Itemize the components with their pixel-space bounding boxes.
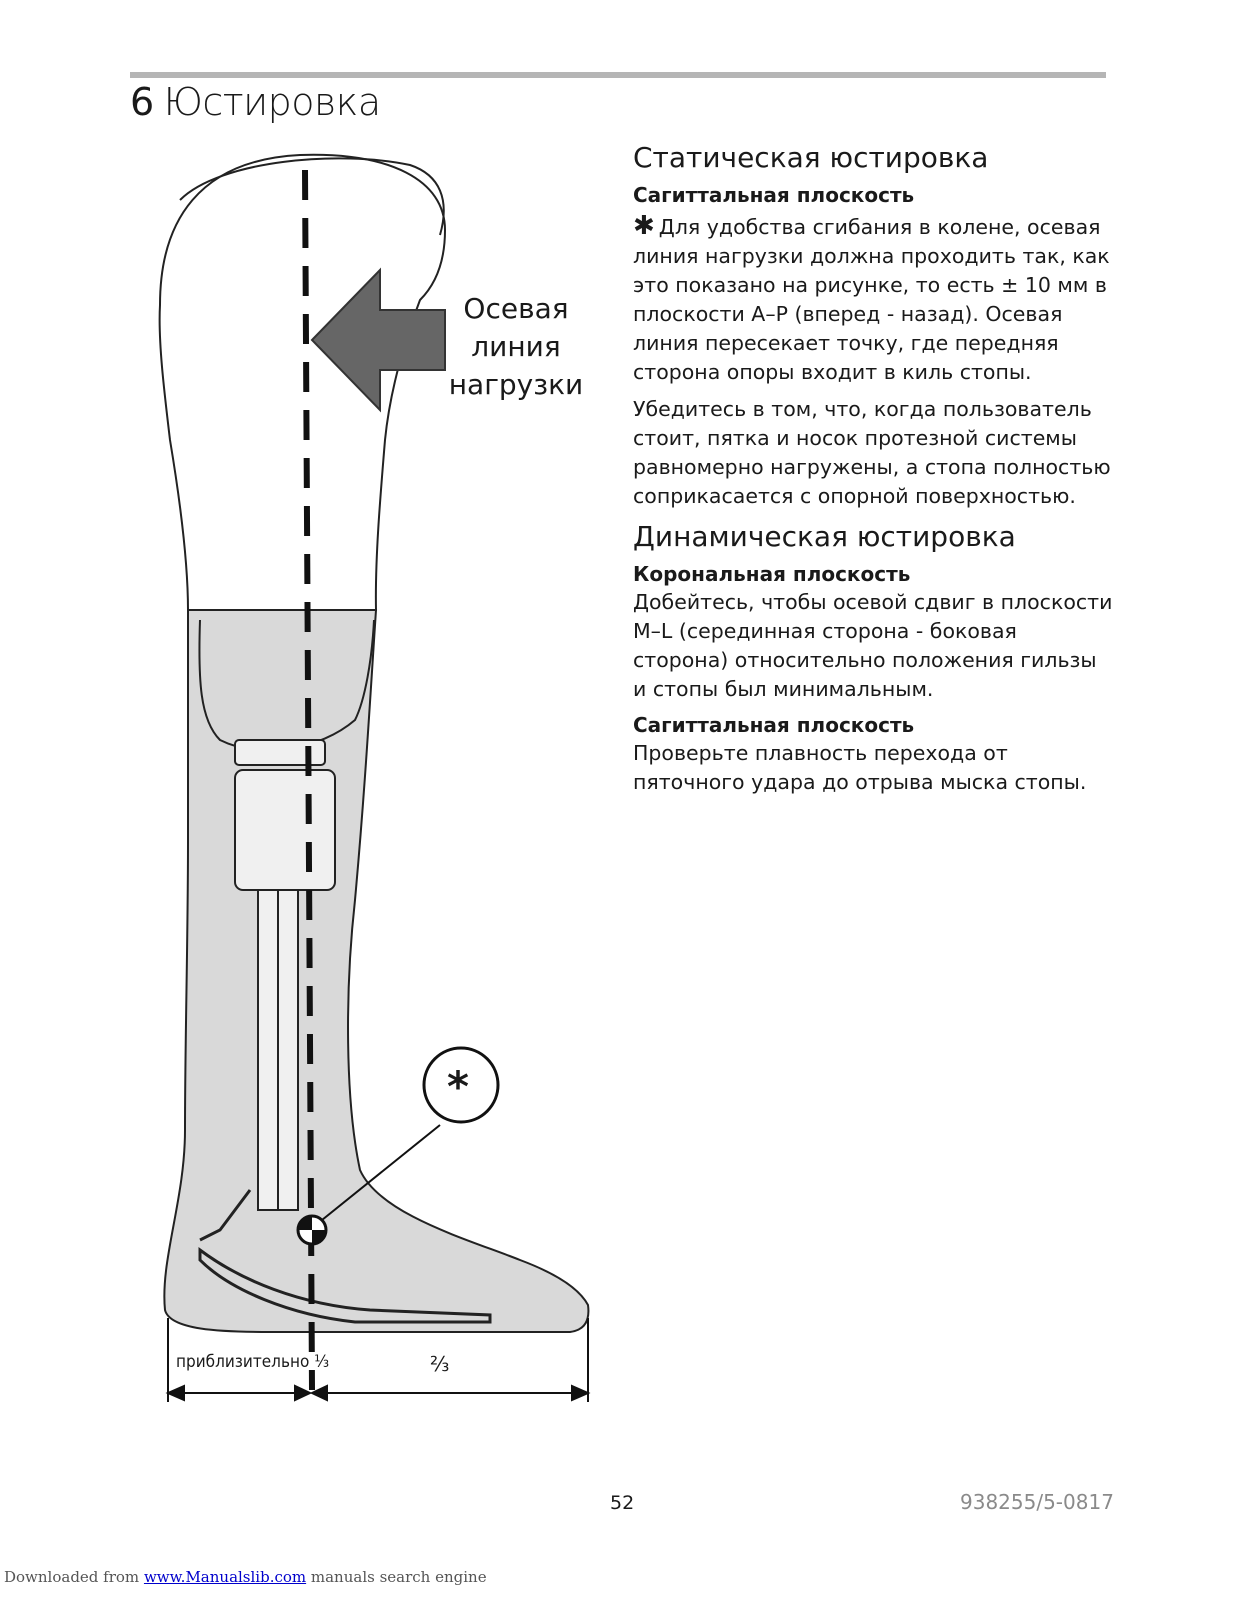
static-alignment-heading: Статическая юстировка bbox=[633, 141, 989, 174]
load-line-label: Осевая линия нагрузки bbox=[436, 290, 596, 404]
text-column: Статическая юстировка Сагиттальная плоск… bbox=[633, 140, 1113, 805]
thigh-outline bbox=[158, 153, 447, 611]
document-code: 938255/5-0817 bbox=[960, 1490, 1114, 1514]
paragraph-2: Убедитесь в том, что, когда пользователь… bbox=[633, 397, 1111, 508]
prosthesis-figure: Осевая линия нагрузки * приблизительно ⅓… bbox=[140, 140, 620, 1450]
load-line-label-line1: Осевая bbox=[463, 292, 569, 325]
foot-keel bbox=[198, 1247, 492, 1324]
dynamic-alignment-heading: Динамическая юстировка bbox=[633, 520, 1016, 553]
asterisk-symbol: * bbox=[447, 1062, 469, 1111]
asterisk-callout-circle bbox=[422, 1046, 500, 1124]
paragraph-1: ✱Для удобства сгибания в колене, осевая … bbox=[633, 213, 1113, 387]
asterisk-icon: ✱ bbox=[633, 211, 655, 241]
shank-shell bbox=[163, 609, 590, 1333]
load-line-label-line2: линия bbox=[471, 330, 561, 363]
knee-joint-upper bbox=[234, 739, 326, 766]
page-number: 52 bbox=[610, 1492, 635, 1514]
top-rule bbox=[130, 72, 1106, 78]
sagittal-plane-heading-2: Сагиттальная плоскость bbox=[633, 713, 915, 737]
knee-joint-body bbox=[234, 769, 336, 891]
download-suffix: manuals search engine bbox=[306, 1568, 487, 1586]
paragraph-1-text: Для удобства сгибания в колене, осевая л… bbox=[633, 215, 1110, 384]
fraction-left-label: приблизительно ⅓ bbox=[176, 1352, 330, 1372]
coronal-plane-heading: Корональная плоскость bbox=[633, 562, 911, 586]
section-number: 6 bbox=[130, 80, 154, 124]
download-prefix: Downloaded from bbox=[4, 1568, 140, 1586]
load-line-label-line3: нагрузки bbox=[448, 368, 584, 401]
prosthesis-drawing bbox=[158, 153, 591, 1402]
load-line bbox=[302, 169, 315, 1391]
fraction-right-label: ⅔ bbox=[430, 1352, 450, 1376]
paragraph-3: Добейтесь, чтобы осевой сдвиг в плоскост… bbox=[633, 590, 1113, 701]
paragraph-4: Проверьте плавность перехода от пяточног… bbox=[633, 741, 1087, 794]
section-title-text: Юстировка bbox=[163, 80, 381, 124]
thigh-top-band bbox=[179, 157, 445, 236]
manualslib-link[interactable]: www.Manualslib.com bbox=[143, 1568, 307, 1586]
download-footer: Downloaded from www.Manualslib.com manua… bbox=[4, 1568, 487, 1586]
heel-spring bbox=[199, 1189, 252, 1242]
load-line-arrow bbox=[310, 267, 446, 413]
sagittal-plane-heading-1: Сагиттальная плоскость bbox=[633, 183, 915, 207]
